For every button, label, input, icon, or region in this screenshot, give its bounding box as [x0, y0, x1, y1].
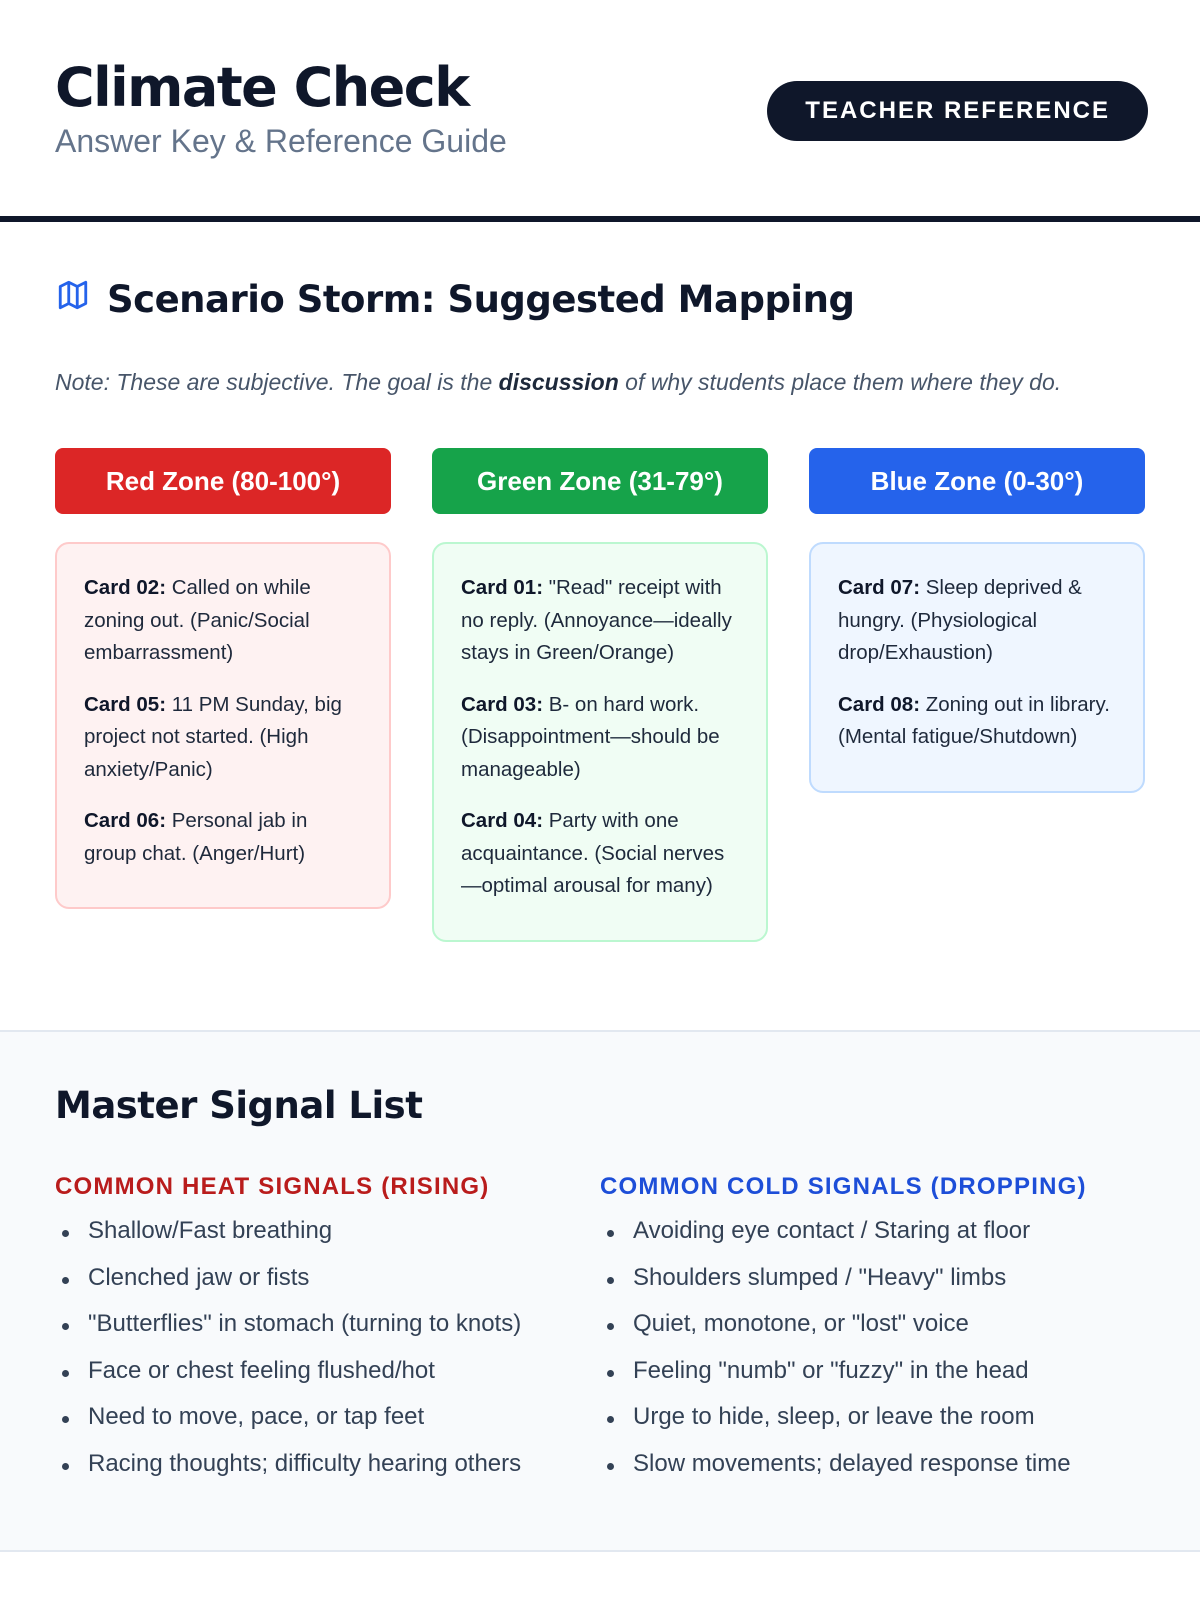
- heat-heading: COMMON HEAT SIGNALS (RISING): [55, 1173, 490, 1200]
- zone-header: Blue Zone (0-30°): [809, 448, 1145, 514]
- heat-signal-item: Shallow/Fast breathing: [55, 1217, 600, 1264]
- cold-signal-item: Shoulders slumped / "Heavy" limbs: [600, 1264, 1145, 1311]
- scenario-card: Card 07: Sleep deprived & hungry. (Physi…: [838, 576, 1082, 664]
- scenario-card: Card 06: Personal jab in group chat. (An…: [84, 809, 308, 865]
- zone-card-list: Card 07: Sleep deprived & hungry. (Physi…: [809, 542, 1145, 793]
- zone-header: Red Zone (80-100°): [55, 448, 391, 514]
- zone-column: Blue Zone (0-30°) Card 07: Sleep deprived…: [809, 448, 1145, 942]
- page-subtitle: Answer Key & Reference Guide: [55, 123, 507, 159]
- heat-signals: COMMON HEAT SIGNALS (RISING) Shallow/Fas…: [55, 1173, 600, 1496]
- heat-signal-item: Face or chest feeling flushed/hot: [55, 1357, 600, 1404]
- zone-column: Red Zone (80-100°) Card 02: Called on whi…: [55, 448, 391, 942]
- heat-signal-item: Racing thoughts; difficulty hearing othe…: [55, 1450, 600, 1497]
- cold-signal-item: Feeling "numb" or "fuzzy" in the head: [600, 1357, 1145, 1404]
- zone-card-list: Card 01: "Read" receipt with no reply. (…: [432, 542, 768, 942]
- cold-signals: COMMON COLD SIGNALS (DROPPING) Avoiding …: [600, 1173, 1145, 1496]
- page-header: Climate Check Answer Key & Reference Gui…: [0, 0, 1200, 222]
- map-icon: [55, 278, 91, 321]
- page-title: Climate Check: [55, 56, 470, 119]
- scenario-card: Card 03: B- on hard work. (Disappointmen…: [461, 692, 720, 781]
- note-text: Note: These are subjective. The goal is …: [55, 369, 1062, 395]
- heat-signal-item: Clenched jaw or fists: [55, 1264, 600, 1311]
- cold-signal-item: Avoiding eye contact / Staring at floor: [600, 1217, 1145, 1264]
- signal-title: Master Signal List: [55, 1084, 423, 1127]
- zone-column: Green Zone (31-79°) Card 01: "Read" recei…: [432, 448, 768, 942]
- cold-heading: COMMON COLD SIGNALS (DROPPING): [600, 1173, 1087, 1200]
- scenario-card: Card 08: Zoning out in library. (Mental …: [838, 692, 1110, 749]
- cold-signal-item: Slow movements; delayed response time: [600, 1450, 1145, 1497]
- heat-signal-item: Need to move, pace, or tap feet: [55, 1403, 600, 1450]
- zone-header: Green Zone (31-79°): [432, 448, 768, 514]
- teacher-reference-badge: TEACHER REFERENCE: [767, 81, 1148, 141]
- scenario-card: Card 04: Party with one acquaintance. (S…: [461, 809, 725, 897]
- scenario-card: Card 02: Called on while zoning out. (Pa…: [84, 576, 311, 664]
- zone-card-list: Card 02: Called on while zoning out. (Pa…: [55, 542, 391, 909]
- cold-signal-item: Quiet, monotone, or "lost" voice: [600, 1310, 1145, 1357]
- scenario-card: Card 01: "Read" receipt with no reply. (…: [461, 576, 732, 664]
- cold-signal-item: Urge to hide, sleep, or leave the room: [600, 1403, 1145, 1450]
- signal-section: Master Signal List COMMON HEAT SIGNALS (…: [0, 1030, 1200, 1552]
- scenario-section: Scenario Storm: Suggested Mapping Note: …: [0, 222, 1200, 1030]
- section-title: Scenario Storm: Suggested Mapping: [107, 278, 855, 321]
- heat-signal-item: "Butterflies" in stomach (turning to kno…: [55, 1310, 600, 1357]
- scenario-card: Card 05: 11 PM Sunday, big project not s…: [84, 692, 342, 781]
